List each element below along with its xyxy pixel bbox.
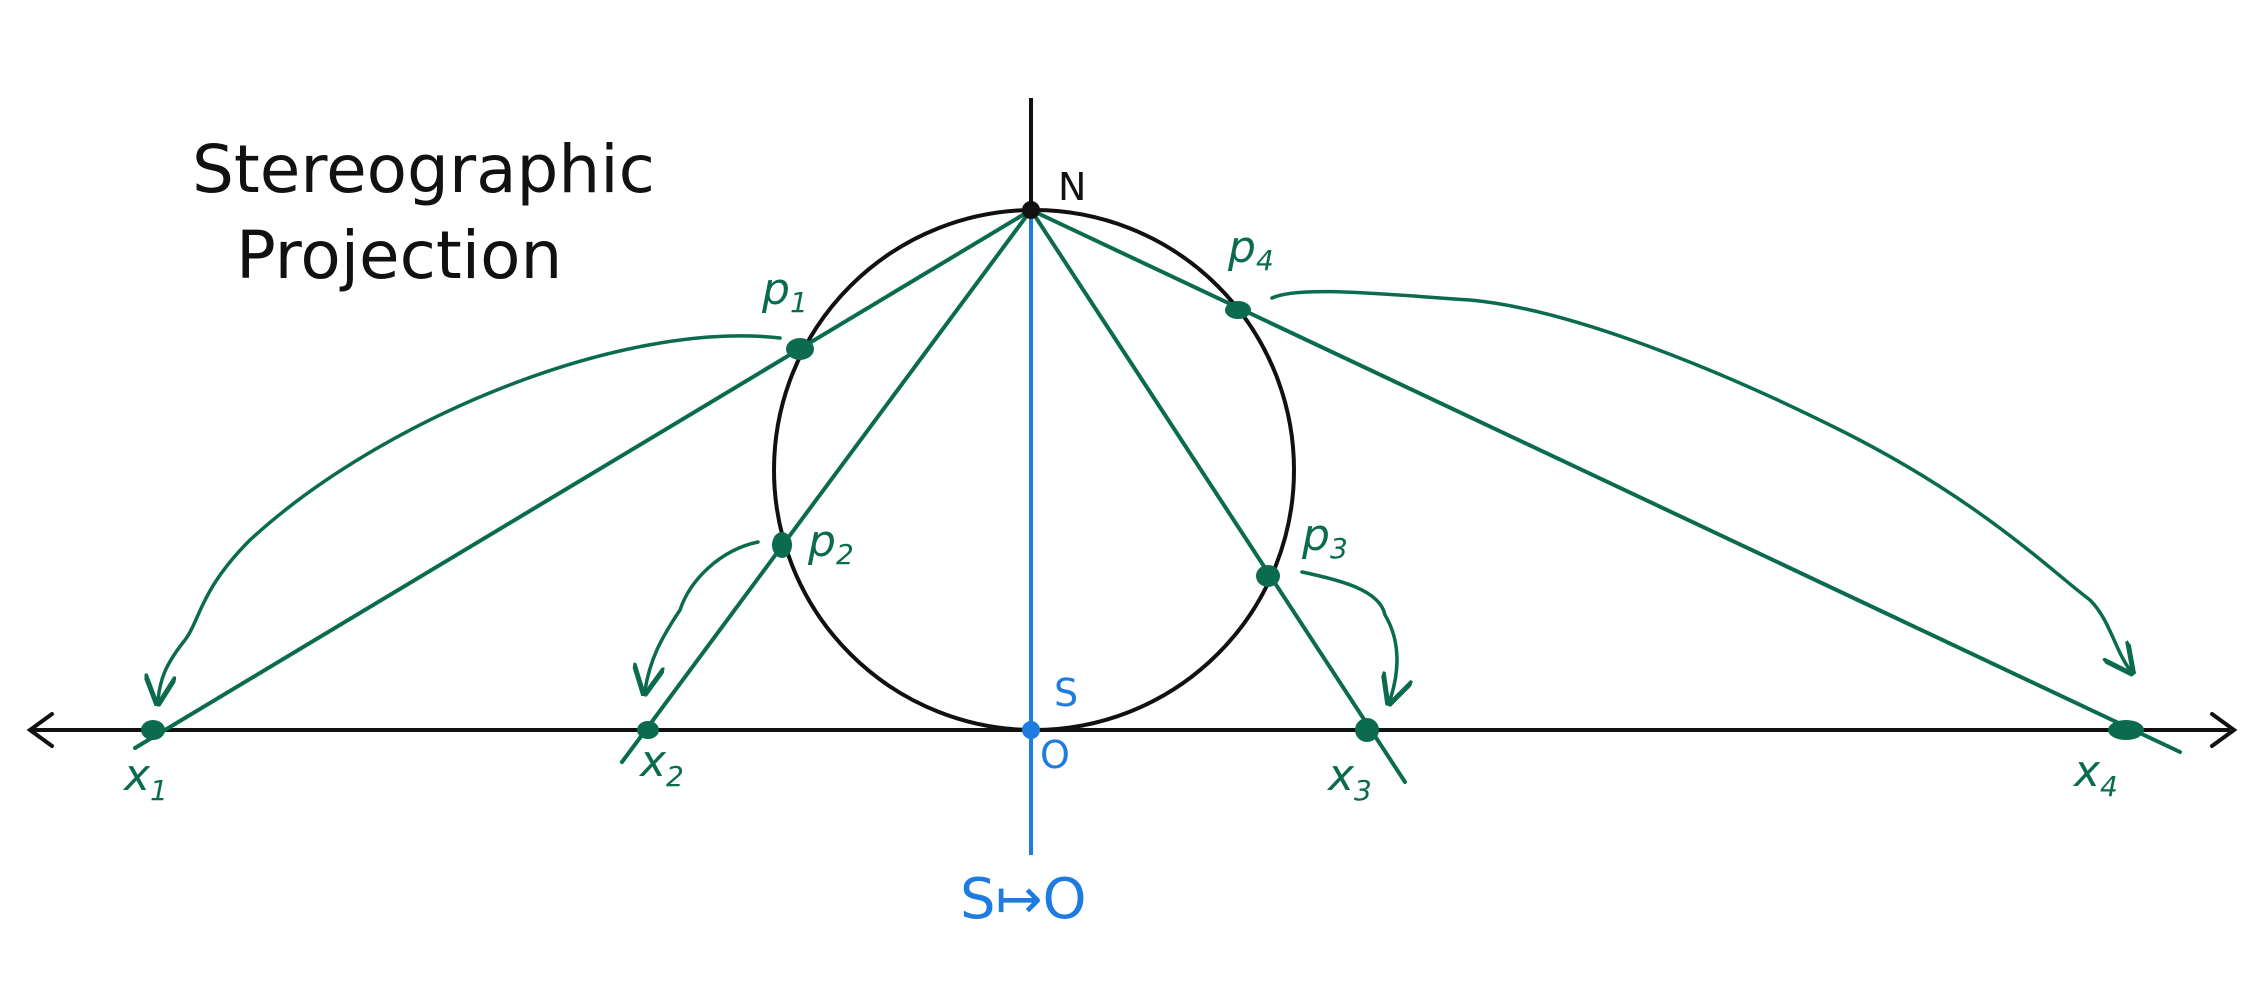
label-p2-sub: 2: [836, 538, 854, 571]
circle-points: [772, 301, 1280, 587]
label-x1-letter: x: [122, 750, 151, 801]
label-x4: x4: [2072, 746, 2118, 803]
label-p2: p2: [807, 516, 854, 571]
projection-line-2: [620, 208, 1033, 764]
arrow-p2-to-x2: [645, 540, 760, 690]
label-x4-sub: 4: [2100, 770, 2118, 803]
point-p3: [1256, 565, 1280, 587]
projection-line-1: [133, 208, 1033, 750]
label-x1-sub: 1: [150, 774, 168, 807]
title-line-1: Stereographic: [192, 131, 655, 208]
label-p4-sub: 4: [1256, 244, 1274, 277]
label-x3: x3: [1326, 750, 1372, 807]
point-x3: [1355, 718, 1379, 742]
label-mapping: S↦O: [960, 867, 1087, 932]
point-x4: [2108, 720, 2144, 740]
title-line-2: Projection: [236, 217, 562, 294]
point-south: [1022, 721, 1040, 739]
label-p2-letter: p: [807, 516, 836, 567]
label-x3-letter: x: [1326, 750, 1355, 801]
label-zero: O: [1040, 733, 1070, 777]
label-p4: p4: [1227, 222, 1274, 277]
arrow-p3-to-x3: [1300, 570, 1397, 700]
point-x1: [141, 720, 165, 740]
point-p1: [786, 338, 814, 360]
point-x2: [637, 721, 659, 739]
label-p1: p1: [761, 264, 808, 319]
label-p1-letter: p: [761, 264, 790, 315]
projection-line-4: [1029, 208, 2182, 754]
label-p3-sub: 3: [1330, 532, 1348, 565]
projection-lines: [133, 208, 2182, 784]
label-p4-letter: p: [1227, 222, 1256, 273]
unit-circle: [772, 208, 1296, 732]
label-p3-letter: p: [1301, 510, 1330, 561]
point-north: [1022, 201, 1040, 219]
left-arrow-icon: [26, 712, 54, 748]
point-p2: [772, 532, 792, 558]
label-p1-sub: 1: [790, 286, 808, 319]
label-x3-sub: 3: [1354, 774, 1372, 807]
label-p3: p3: [1301, 510, 1348, 565]
point-p4: [1225, 301, 1251, 319]
label-x2-sub: 2: [666, 760, 684, 793]
label-x2-letter: x: [638, 736, 667, 787]
line-points: [141, 718, 2144, 742]
label-north: N: [1058, 165, 1086, 209]
right-arrow-icon: [2210, 712, 2238, 748]
label-x1: x1: [122, 750, 168, 807]
projection-line-3: [1029, 208, 1407, 784]
real-line: [26, 712, 2238, 748]
arrow-p1-to-x1: [158, 334, 782, 700]
arrow-p4-to-x4: [1270, 289, 2130, 670]
label-south: S: [1054, 671, 1078, 715]
label-x4-letter: x: [2072, 746, 2101, 797]
mapping-arrows: [158, 289, 2130, 700]
label-x2: x2: [638, 736, 684, 793]
